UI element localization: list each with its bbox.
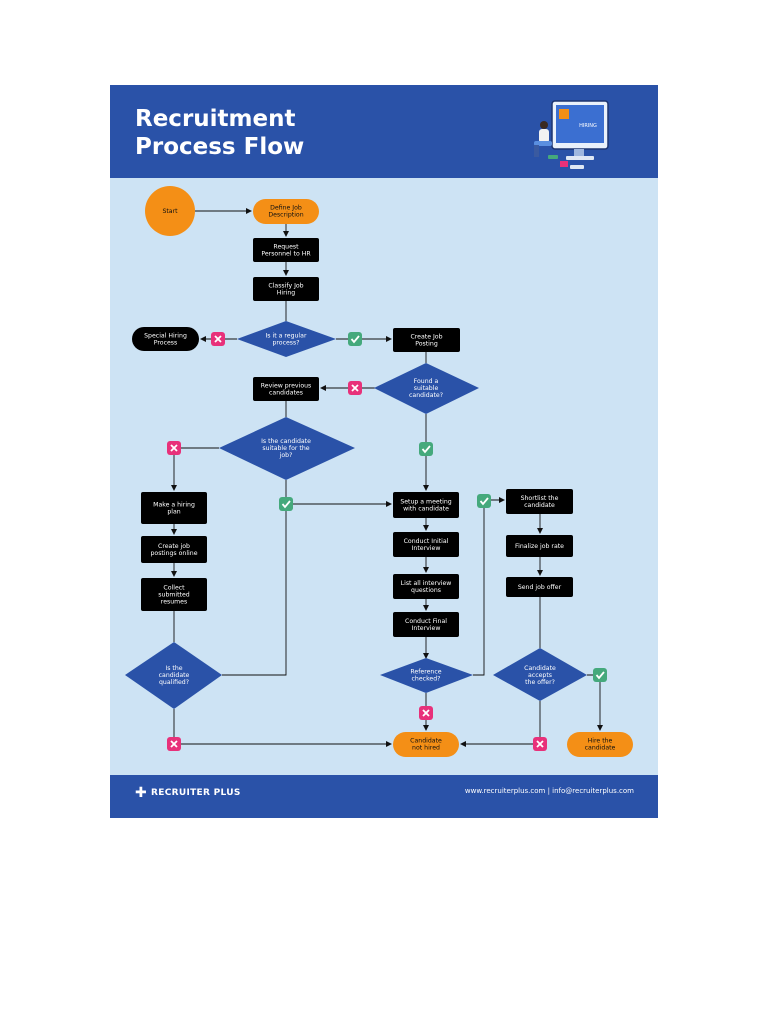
candidate-qualified-decision	[125, 642, 222, 709]
check-icon	[477, 494, 491, 508]
send-offer-label: Send job offer	[518, 584, 562, 591]
start-label: Start	[162, 208, 178, 215]
screen-text: HIRING	[579, 123, 597, 129]
page-title: Recruitment Process Flow	[135, 105, 304, 161]
create-posting-node	[393, 328, 460, 352]
candidate-suitable-decision	[219, 417, 355, 480]
initial-interview-node	[393, 532, 459, 557]
special-hiring-node	[132, 327, 199, 351]
check-icon	[593, 668, 607, 682]
postings-online-node	[141, 536, 207, 563]
check-icon	[419, 442, 433, 456]
title-line-2: Process Flow	[135, 134, 305, 160]
not-hired-node	[393, 732, 459, 757]
collect-resumes-node	[141, 578, 207, 611]
yes-badges	[279, 332, 607, 682]
regular-process-decision	[237, 321, 336, 357]
header-banner: Recruitment Process Flow HIRING	[110, 85, 658, 178]
setup-meeting-node	[393, 492, 459, 518]
check-icon	[348, 332, 362, 346]
cross-icon	[419, 706, 433, 720]
finalize-rate-label: Finalize job rate	[515, 543, 564, 550]
flowchart-poster: Recruitment Process Flow HIRING	[110, 85, 658, 818]
title-line-1: Recruitment	[135, 106, 296, 132]
shortlist-node	[506, 489, 573, 514]
found-candidate-decision	[374, 363, 479, 414]
send-offer-node	[506, 577, 573, 597]
classify-hiring-node	[253, 277, 319, 301]
cross-icon	[348, 381, 362, 395]
plus-icon: ✚	[135, 785, 148, 801]
check-icon	[279, 497, 293, 511]
review-candidates-node	[253, 377, 319, 401]
start-node	[145, 186, 195, 236]
hiring-illustration: HIRING	[534, 100, 609, 169]
list-questions-node	[393, 574, 459, 599]
cross-icon	[167, 737, 181, 751]
contact-info: www.recruiterplus.com | info@recruiterpl…	[464, 787, 634, 795]
reference-checked-decision	[380, 658, 473, 693]
final-interview-node	[393, 612, 459, 637]
footer-banner: ✚RECRUITER PLUS www.recruiterplus.com | …	[110, 775, 658, 818]
cross-icon	[211, 332, 225, 346]
finalize-rate-node	[506, 535, 573, 557]
cross-icon	[533, 737, 547, 751]
no-badges	[167, 332, 547, 751]
define-job-node	[253, 199, 319, 224]
brand-name: RECRUITER PLUS	[151, 788, 241, 798]
request-personnel-node	[253, 238, 319, 262]
cross-icon	[167, 441, 181, 455]
hiring-plan-node	[141, 492, 207, 524]
hire-candidate-node	[567, 732, 633, 757]
brand-logo: ✚RECRUITER PLUS	[135, 785, 241, 801]
accepts-offer-decision	[493, 648, 587, 701]
